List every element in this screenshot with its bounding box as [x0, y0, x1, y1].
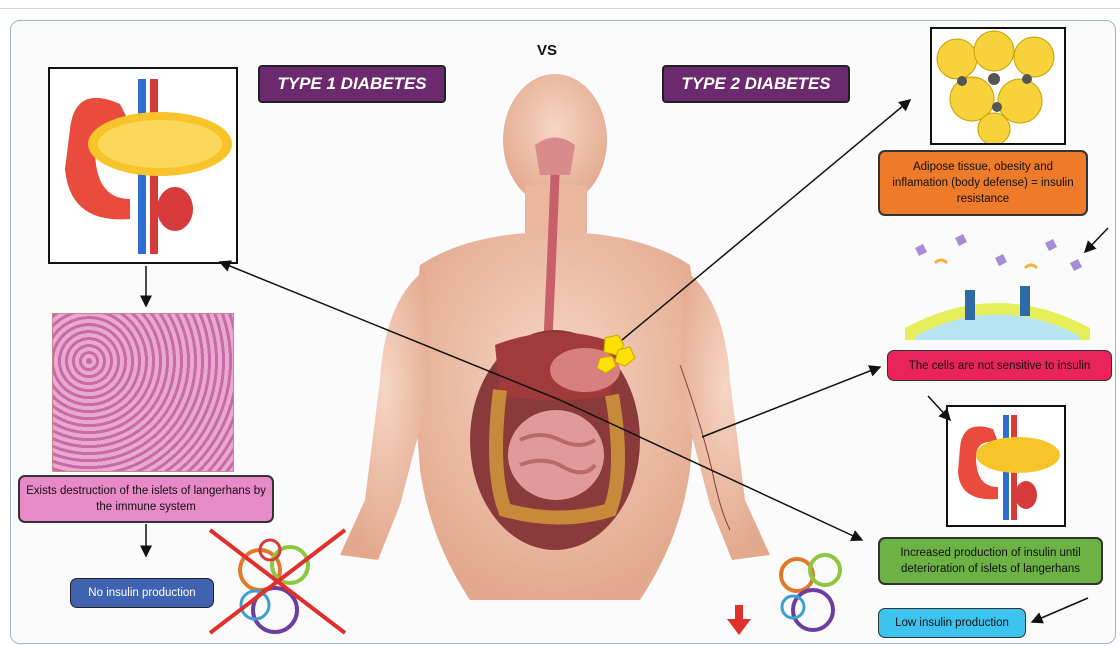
adipose-tissue-image — [930, 27, 1066, 145]
type2-title: TYPE 2 DIABETES — [662, 65, 850, 103]
cell-membrane-image — [905, 228, 1090, 340]
increased-production-label: Increased production of insulin until de… — [878, 537, 1103, 585]
insulin-molecule-right — [765, 545, 865, 640]
down-arrow-icon — [727, 605, 751, 637]
pancreas-image — [48, 67, 238, 264]
type1-title: TYPE 1 DIABETES — [258, 65, 446, 103]
low-insulin-label: Low insulin production — [878, 608, 1026, 638]
not-sensitive-label: The cells are not sensitive to insulin — [887, 350, 1112, 381]
destruction-label: Exists destruction of the islets of lang… — [18, 475, 274, 523]
histology-image — [52, 313, 234, 472]
insulin-molecule-crossed — [205, 525, 350, 637]
adipose-label: Adipose tissue, obesity and inflamation … — [878, 150, 1088, 216]
vs-label: VS — [537, 42, 557, 59]
no-insulin-label: No insulin production — [70, 578, 214, 608]
pancreas-small-image — [946, 405, 1066, 527]
